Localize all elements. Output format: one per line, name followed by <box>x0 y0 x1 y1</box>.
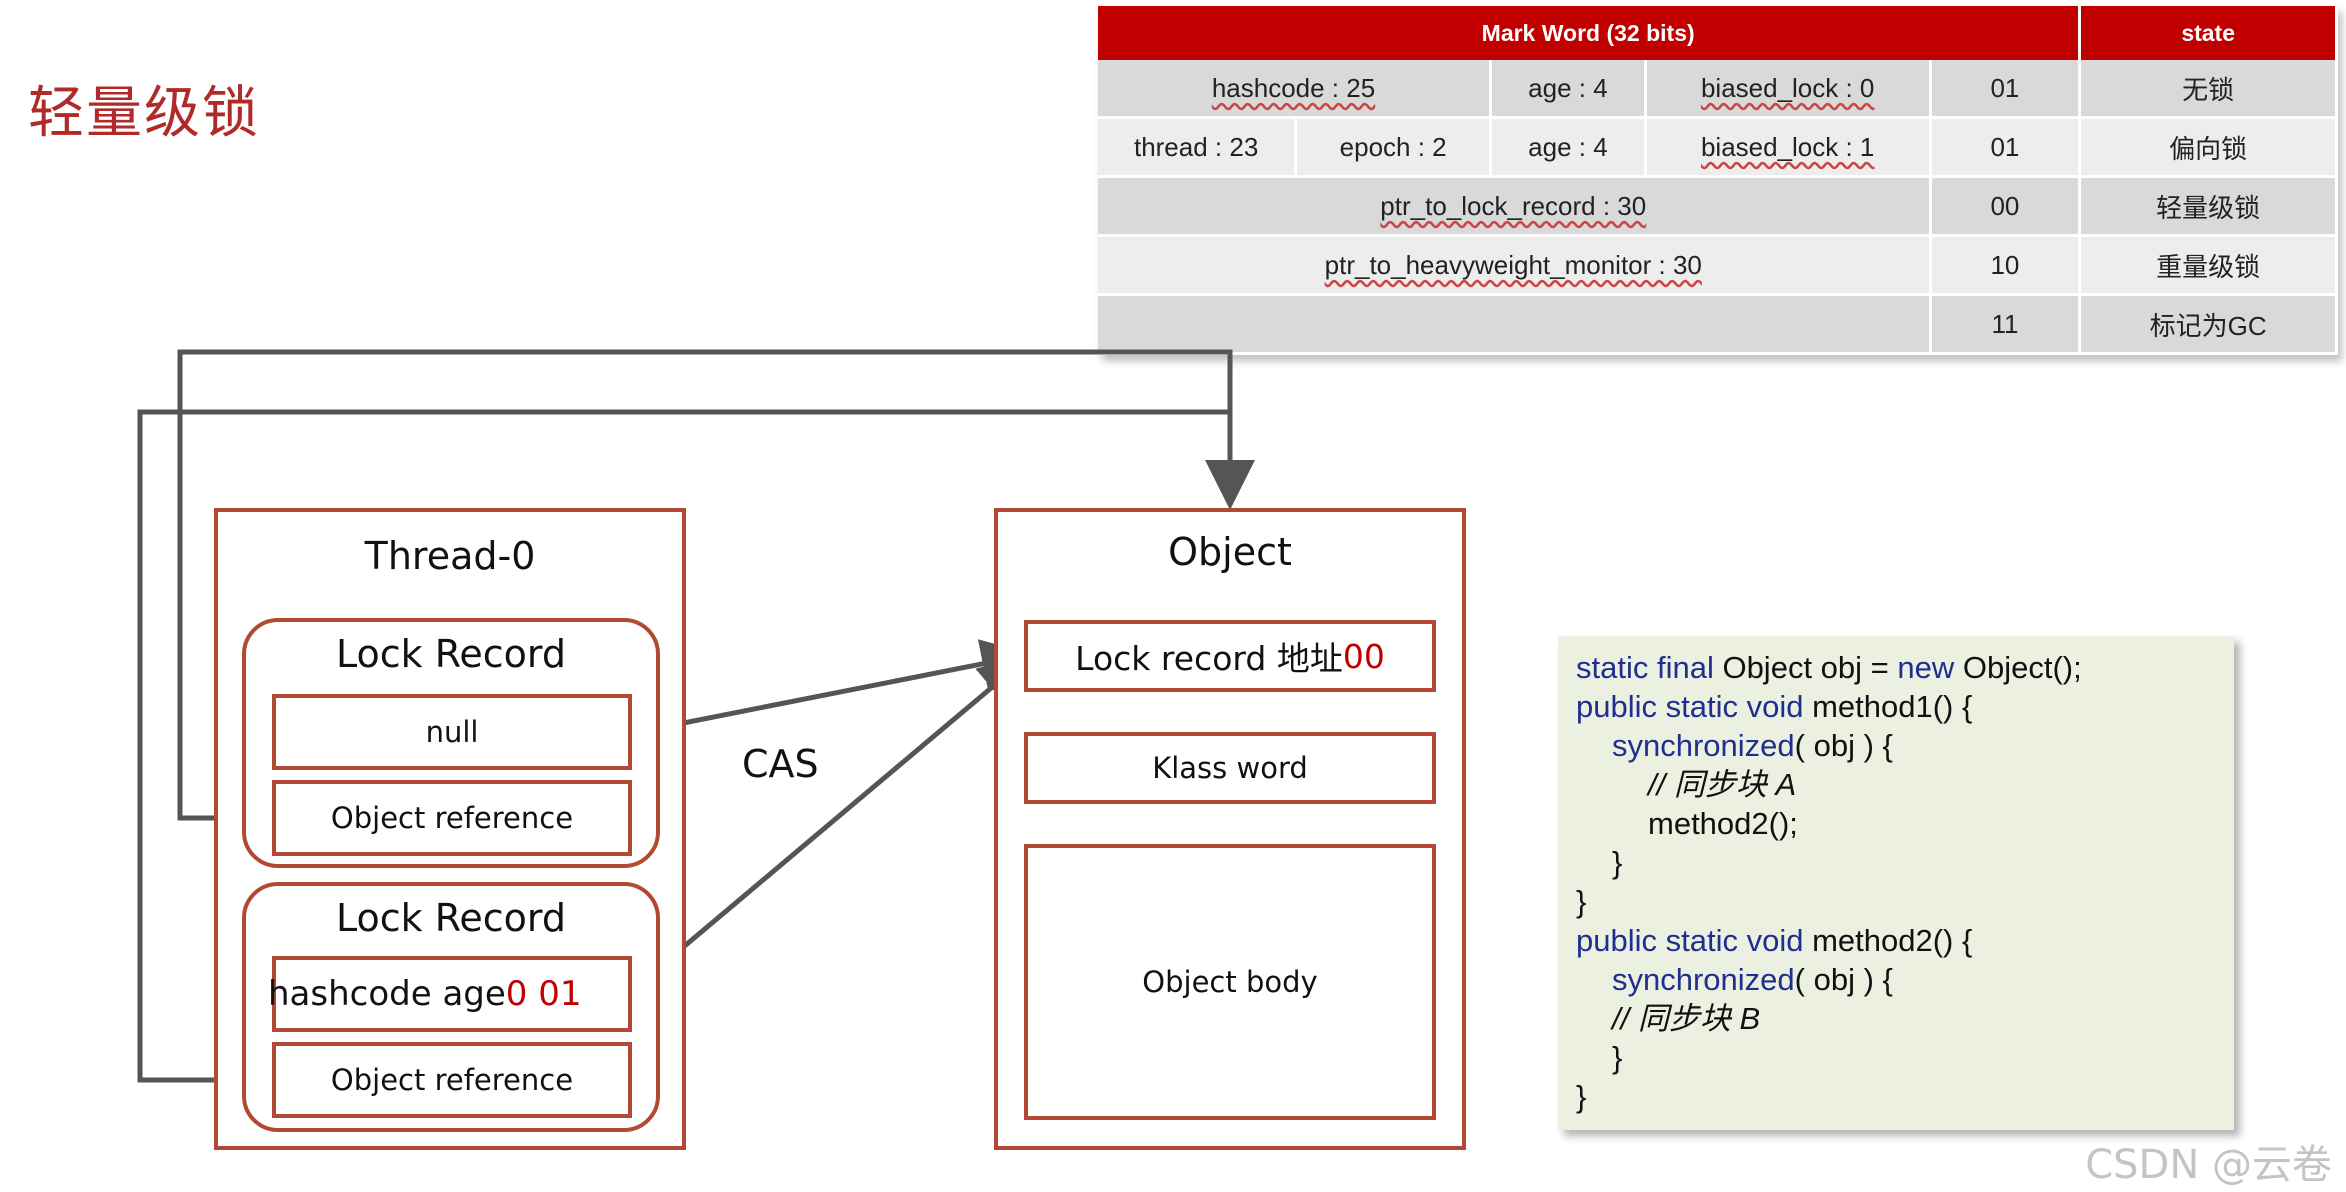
mark-word-header: Mark Word (32 bits) <box>1098 6 2082 60</box>
hashcode-age-bits: 0 01 <box>505 974 582 1014</box>
object-lock-record-text: Lock record 地址 <box>1075 639 1343 678</box>
object-lock-record-bits: 00 <box>1342 636 1385 676</box>
lock-record-title-2: Lock Record <box>335 896 567 940</box>
field-biased-lock: biased_lock : 0 <box>1700 72 1875 103</box>
code-line: synchronized( obj ) { <box>1612 962 1893 997</box>
object-body-cell: Object body <box>1024 844 1436 1120</box>
cas-arrow-2 <box>599 655 1030 1018</box>
field-state: 无锁 <box>2079 60 2338 119</box>
code-line: synchronized( obj ) { <box>1612 728 1893 763</box>
cas-label: CAS <box>742 742 819 786</box>
code-line: } <box>1612 1040 1623 1075</box>
field-bits: 01 <box>1930 60 2082 119</box>
field-empty <box>1098 294 1932 355</box>
field-state: 重量级锁 <box>2079 235 2338 296</box>
field-bits: 00 <box>1930 176 2082 237</box>
field-thread: thread : 23 <box>1098 117 1298 178</box>
code-comment: // 同步块 A <box>1648 767 1797 802</box>
hashcode-age-cell: hashcode age 0 01 <box>268 956 632 1032</box>
hashcode-age-text: hashcode age <box>268 974 506 1014</box>
object-reference-line-2 <box>137 409 1233 1083</box>
object-lock-record-cell: Lock record 地址 00 <box>1024 620 1436 692</box>
field-age: age : 4 <box>1528 72 1608 103</box>
code-panel: static final Object obj = new Object(); … <box>1558 636 2234 1130</box>
code-line: public static void method1() { <box>1576 689 1973 724</box>
code-line: } <box>1576 1079 1587 1114</box>
lock-record-box-2 <box>242 882 660 1132</box>
field-ptr-monitor: ptr_to_heavyweight_monitor : 30 <box>1324 249 1702 280</box>
field-bits: 11 <box>1930 294 2082 355</box>
code-line: method2(); <box>1648 806 1798 841</box>
lock-record-null-cell: null <box>272 694 632 770</box>
code-line: } <box>1612 845 1623 880</box>
code-line: static final Object obj = new Object(); <box>1576 650 2082 685</box>
code-comment: // 同步块 B <box>1612 1001 1761 1036</box>
lock-record-box-1 <box>242 618 660 868</box>
field-age: age : 4 <box>1490 117 1647 178</box>
cas-arrow-1 <box>598 639 1032 755</box>
watermark: CSDN @云卷 <box>2085 1142 2332 1188</box>
page-title: 轻量级锁 <box>28 81 260 146</box>
table-row: thread : 23 epoch : 2 age : 4 biased_loc… <box>1098 117 2338 178</box>
table-row: ptr_to_lock_record : 30 00 轻量级锁 <box>1098 176 2338 237</box>
field-state: 标记为GC <box>2079 294 2338 355</box>
mark-word-header-row: Mark Word (32 bits) state <box>1098 6 2338 60</box>
thread-title: Thread-0 <box>364 534 536 578</box>
object-reference-cell-2: Object reference <box>272 1042 632 1118</box>
field-biased-lock: biased_lock : 1 <box>1700 131 1875 162</box>
lock-record-title-1: Lock Record <box>335 632 567 676</box>
table-row: 11 标记为GC <box>1098 294 2338 355</box>
field-state: 轻量级锁 <box>2079 176 2338 237</box>
table-row: ptr_to_heavyweight_monitor : 30 10 重量级锁 <box>1098 235 2338 296</box>
field-epoch: epoch : 2 <box>1295 117 1493 178</box>
field-ptr-lock-record: ptr_to_lock_record : 30 <box>1380 190 1647 221</box>
object-reference-cell-1: Object reference <box>272 780 632 856</box>
field-bits: 10 <box>1930 235 2082 296</box>
field-hashcode: hashcode : 25 <box>1211 72 1376 103</box>
state-header: state <box>2079 6 2338 60</box>
klass-word-cell: Klass word <box>1024 732 1436 804</box>
field-bits: 01 <box>1930 117 2082 178</box>
table-row: hashcode : 25 age : 4 biased_lock : 0 01… <box>1098 60 2338 119</box>
object-title: Object <box>1168 530 1292 574</box>
code-line: } <box>1576 884 1587 919</box>
code-line: public static void method2() { <box>1576 923 1973 958</box>
object-reference-line-1 <box>177 349 1255 821</box>
mark-word-table: Mark Word (32 bits) state hashcode : 25 … <box>1098 6 2338 355</box>
field-state: 偏向锁 <box>2079 117 2338 178</box>
